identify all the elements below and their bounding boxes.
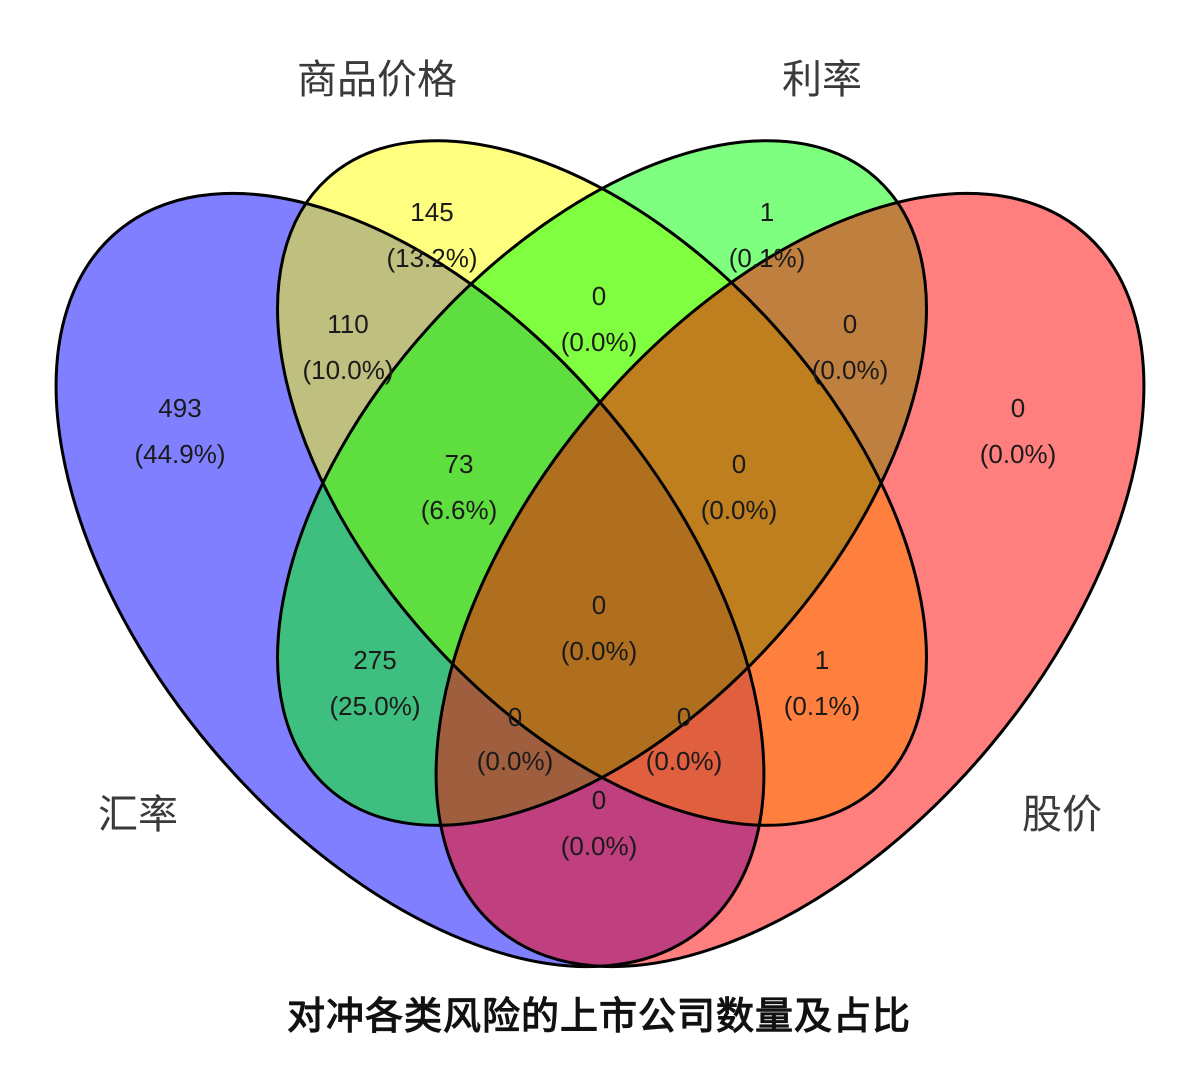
region-percent: (6.6%) [421,495,498,525]
region-gujia-only: 0 (0.0%) [980,393,1057,469]
region-lilv-gujia: 0 (0.0%) [812,309,889,385]
region-percent: (25.0%) [329,691,420,721]
set-outlines [54,139,1146,969]
region-huilv-shangpin: 110 (10.0%) [302,309,393,385]
region-count: 0 [508,702,522,732]
set-labels: 汇率 商品价格 利率 股价 [98,57,1102,838]
region-count: 1 [760,197,774,227]
outline-shangpin [276,139,928,827]
region-shangpin-gujia: 1 (0.1%) [784,645,861,721]
region-count: 0 [1011,393,1025,423]
region-labels: 493 (44.9%) 145 (13.2%) 1 (0.1%) 0 (0.0%… [134,197,1056,861]
region-count: 0 [592,785,606,815]
diagram-caption: 对冲各类风险的上市公司数量及占比 [286,994,911,1038]
region-huilv-lilv: 275 (25.0%) [329,645,420,721]
outline-gujia [434,191,1146,969]
region-count: 145 [410,197,453,227]
set-label-gujia: 股价 [1022,792,1102,838]
region-huilv-lilv-gujia: 0 (0.0%) [477,702,554,776]
outline-lilv [276,139,928,827]
region-count: 0 [592,590,606,620]
region-huilv-shangpin-lilv: 73 (6.6%) [421,449,498,525]
outline-huilv [54,191,766,969]
region-percent: (0.0%) [561,831,638,861]
region-percent: (0.0%) [646,746,723,776]
region-count: 73 [445,449,474,479]
region-shangpin-only: 145 (13.2%) [386,197,477,273]
region-count: 0 [732,449,746,479]
region-count: 275 [353,645,396,675]
region-huilv-gujia: 0 (0.0%) [561,785,638,861]
region-count: 0 [843,309,857,339]
region-all-four: 0 (0.0%) [561,590,638,666]
set-label-lilv: 利率 [782,57,862,103]
region-count: 1 [815,645,829,675]
region-percent: (10.0%) [302,355,393,385]
region-count: 0 [677,702,691,732]
region-percent: (0.1%) [784,691,861,721]
region-percent: (0.0%) [980,439,1057,469]
region-percent: (0.0%) [701,495,778,525]
region-percent: (0.0%) [812,355,889,385]
region-count: 493 [158,393,201,423]
region-percent: (0.0%) [477,746,554,776]
region-percent: (0.0%) [561,327,638,357]
region-percent: (44.9%) [134,439,225,469]
set-label-huilv: 汇率 [98,792,178,838]
region-shangpin-lilv: 0 (0.0%) [561,281,638,357]
region-huilv-only: 493 (44.9%) [134,393,225,469]
region-percent: (13.2%) [386,243,477,273]
set-fills [56,140,1144,967]
region-count: 110 [327,309,368,339]
region-shangpin-lilv-gujia: 0 (0.0%) [701,449,778,525]
region-count: 0 [592,281,606,311]
region-lilv-only: 1 (0.1%) [729,197,806,273]
region-percent: (0.1%) [729,243,806,273]
set-ellipse-gujia [436,193,1144,967]
region-huilv-shangpin-gujia: 0 (0.0%) [646,702,723,776]
set-label-shangpin: 商品价格 [297,57,457,103]
region-percent: (0.0%) [561,636,638,666]
